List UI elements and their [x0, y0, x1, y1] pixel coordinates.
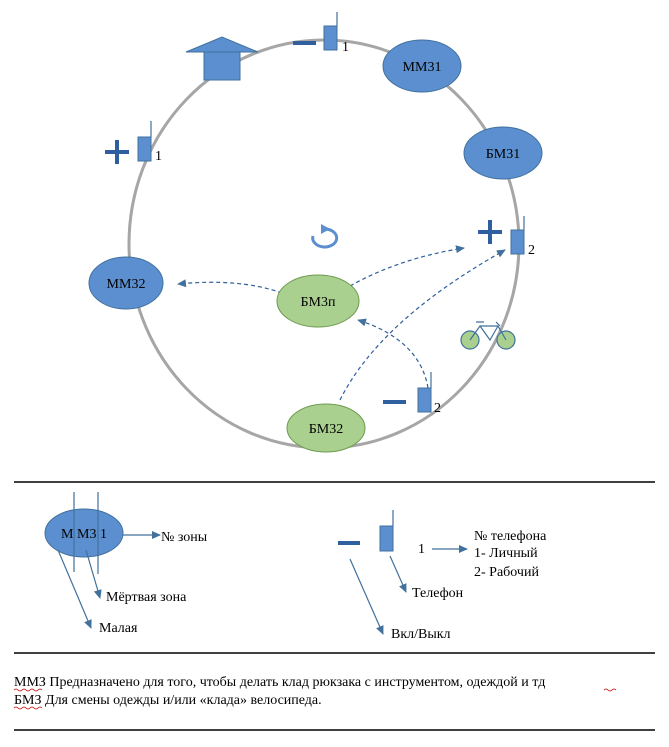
legend-work: 2- Рабочий	[474, 565, 539, 580]
node-bm32: БМ32	[286, 403, 366, 453]
refresh-icon	[311, 224, 339, 249]
spellcheck-squiggle	[603, 688, 617, 692]
phone-number-left: 1	[155, 149, 162, 164]
spellcheck-squiggle	[13, 706, 43, 710]
legend-small: Малая	[99, 621, 138, 636]
spellcheck-squiggle	[13, 688, 43, 692]
legend-node-label: М М3 1	[61, 527, 107, 542]
legend-phone-anatomy: 1 № телефона 1- Личный 2- Рабочий Телефо…	[338, 510, 547, 642]
phone-icon	[417, 372, 432, 413]
legend-phone: Телефон	[412, 586, 464, 601]
svg-text:БМ31: БМ31	[486, 147, 521, 162]
node-bm3p: БМ3п	[276, 274, 360, 328]
legend-node-anatomy: М М3 1 № зоны Мёртвая зона Малая	[44, 492, 208, 636]
phone-icon	[379, 525, 394, 552]
note-line-1-text: Предназначено для того, чтобы делать кла…	[46, 675, 545, 690]
connector-bm3p-to-mm32	[177, 279, 283, 294]
legend-phone-number-digit: 1	[418, 542, 425, 557]
note-abbr-mmz: ММЗ	[14, 675, 46, 690]
connector-phone2b-to-bm3p	[357, 318, 429, 389]
node-bm31: БМ31	[463, 126, 543, 180]
phone-number-top: 1	[342, 40, 349, 55]
minus-icon	[338, 541, 360, 545]
svg-text:БМ3п: БМ3п	[301, 295, 336, 310]
house-arrow-icon	[185, 36, 259, 81]
phone-icon	[137, 121, 152, 162]
minus-icon	[383, 400, 406, 404]
note-abbr-bmz: БМЗ	[14, 693, 42, 708]
note-line-2-text: Для смены одежды и/или «клада» велосипед…	[42, 693, 322, 708]
legend-on-off: Вкл/Выкл	[391, 627, 451, 642]
phone-number-bottom: 2	[434, 401, 441, 416]
plus-icon	[478, 220, 502, 244]
legend-dead-zone: Мёртвая зона	[106, 590, 187, 605]
note-line-1: ММЗ Предназначено для того, чтобы делать…	[14, 675, 545, 690]
plus-icon	[105, 140, 129, 164]
minus-icon	[293, 41, 316, 45]
svg-text:ММ32: ММ32	[107, 277, 146, 292]
connector-bm3p-to-phone2	[349, 245, 465, 287]
connector-bm32-to-phone2	[339, 249, 506, 401]
legend-phone-number-title: № телефона	[474, 529, 547, 544]
node-mm31: ММ31	[382, 39, 462, 93]
node-mm32: ММ32	[88, 256, 164, 310]
legend-personal: 1- Личный	[474, 546, 538, 561]
phone-icon	[323, 12, 338, 51]
legend-zone-number: № зоны	[161, 530, 208, 545]
phone-icon	[510, 216, 525, 255]
phone-number-right: 2	[528, 243, 535, 258]
route-ring	[127, 38, 521, 450]
bicycle-icon	[460, 321, 516, 350]
svg-text:БМ32: БМ32	[309, 422, 344, 437]
svg-text:ММ31: ММ31	[403, 60, 442, 75]
note-line-2: БМЗ Для смены одежды и/или «клада» велос…	[14, 693, 322, 708]
